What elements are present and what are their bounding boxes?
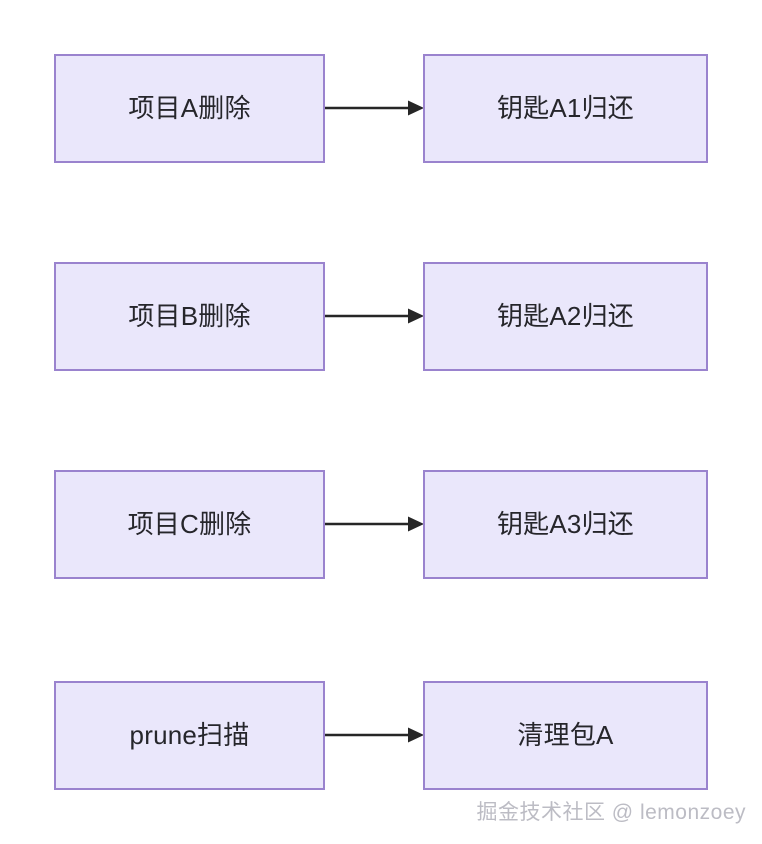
node-label: 钥匙A2归还: [496, 300, 634, 331]
edge-arrow-1: [325, 97, 425, 119]
node-target-3[interactable]: 钥匙A3归还: [423, 470, 708, 579]
diagram-row: 项目C删除 钥匙A3归还: [0, 470, 762, 579]
node-source-4[interactable]: prune扫描: [54, 681, 325, 790]
diagram-row: prune扫描 清理包A: [0, 681, 762, 790]
diagram-row: 项目B删除 钥匙A2归还: [0, 262, 762, 371]
node-label: 项目C删除: [127, 508, 252, 539]
watermark-text: 掘金技术社区 @ lemonzoey: [476, 801, 746, 824]
node-source-2[interactable]: 项目B删除: [54, 262, 325, 371]
node-label: prune扫描: [129, 719, 250, 750]
node-label: 清理包A: [517, 719, 614, 750]
edge-arrow-3: [325, 513, 425, 535]
diagram-row: 项目A删除 钥匙A1归还: [0, 54, 762, 163]
edge-arrow-2: [325, 305, 425, 327]
node-target-1[interactable]: 钥匙A1归还: [423, 54, 708, 163]
node-label: 项目A删除: [128, 92, 251, 123]
node-label: 项目B删除: [128, 300, 251, 331]
node-target-4[interactable]: 清理包A: [423, 681, 708, 790]
node-target-2[interactable]: 钥匙A2归还: [423, 262, 708, 371]
node-label: 钥匙A3归还: [496, 508, 634, 539]
node-label: 钥匙A1归还: [496, 92, 634, 123]
node-source-1[interactable]: 项目A删除: [54, 54, 325, 163]
node-source-3[interactable]: 项目C删除: [54, 470, 325, 579]
edge-arrow-4: [325, 724, 425, 746]
